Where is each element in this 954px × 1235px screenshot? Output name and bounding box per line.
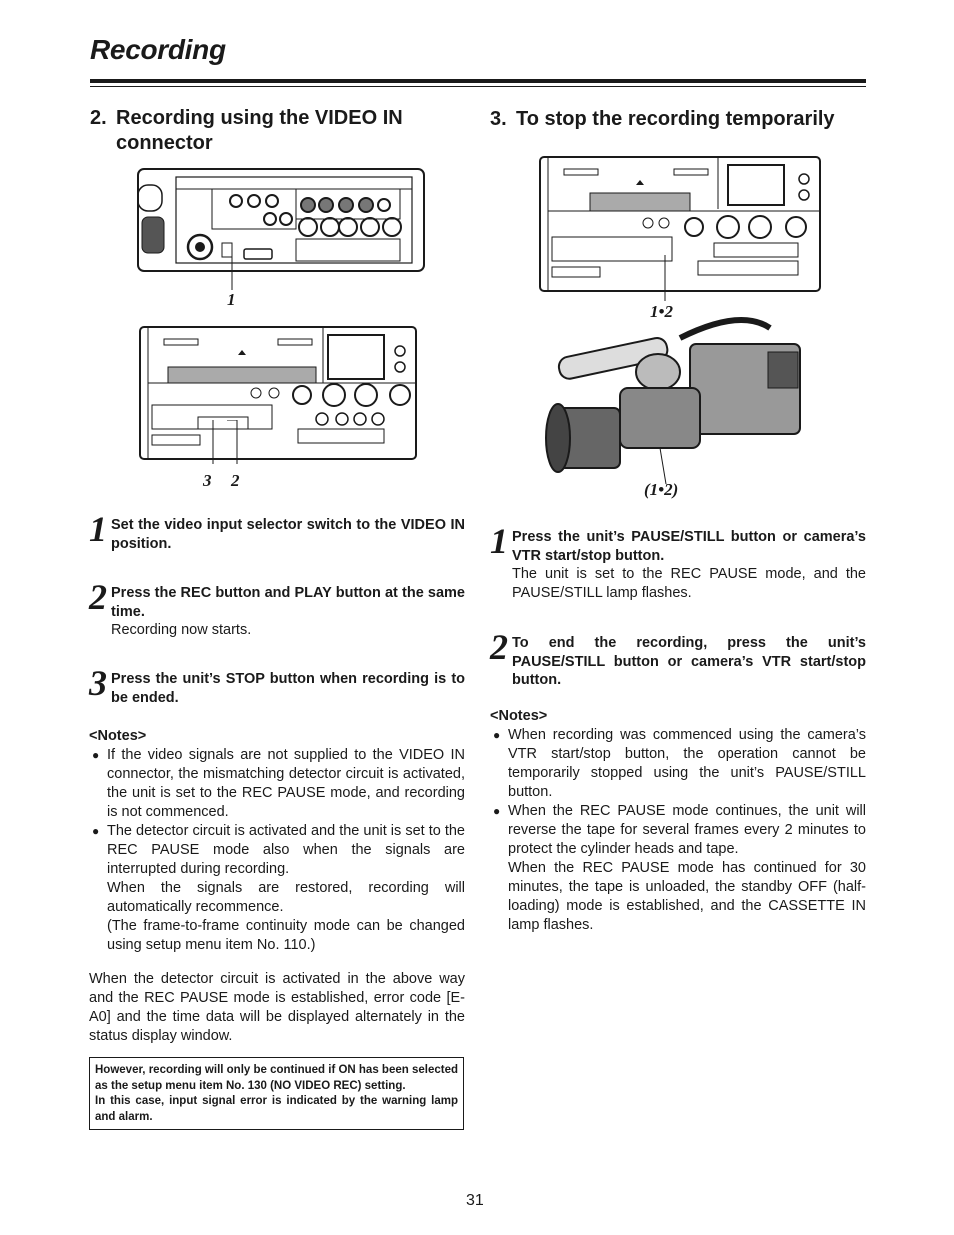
figure-callout-3: 3: [203, 471, 212, 490]
bullet-icon: ●: [92, 748, 100, 762]
step-instruction: Press the unit’s STOP button when record…: [111, 671, 465, 706]
detector-paragraph: When the detector circuit is activated i…: [89, 971, 465, 1044]
figure-callout-2: 2: [231, 471, 240, 490]
note-text: When recording was commenced using the c…: [508, 727, 866, 800]
note-text: When the REC PAUSE mode continues, the u…: [508, 803, 866, 857]
section-2-heading-line2: connector: [116, 132, 213, 154]
page-title: Recording: [90, 34, 226, 65]
section-2-heading-line1: Recording using the VIDEO IN: [116, 107, 403, 129]
figure-callout-1: 1: [227, 290, 236, 309]
deck-rear-panel-illustration: [136, 165, 428, 280]
title-rule-thin: [90, 86, 866, 87]
warning-text: In this case, input signal error is indi…: [95, 1095, 458, 1123]
deck-front-panel-illustration: [538, 153, 826, 300]
page-number: 31: [466, 1192, 484, 1209]
bullet-icon: ●: [92, 824, 100, 838]
bullet-icon: ●: [493, 804, 501, 818]
step-result: The unit is set to the REC PAUSE mode, a…: [512, 566, 866, 601]
notes-heading: <Notes>: [89, 728, 147, 744]
note-item: ● When the REC PAUSE mode continues, the…: [490, 802, 866, 935]
title-rule: [90, 79, 866, 83]
section-3-heading-text: To stop the recording temporarily: [516, 108, 835, 130]
note-text: The detector circuit is activated and th…: [107, 823, 465, 877]
note-item: ● The detector circuit is activated and …: [89, 822, 465, 955]
step-result: Recording now starts.: [111, 622, 252, 638]
section-2-step-1: 1 Set the video input selector switch to…: [89, 511, 465, 553]
section-3-step-1: 1 Press the unit’s PAUSE/STILL button or…: [490, 523, 866, 602]
step-number: 3: [89, 663, 107, 703]
figure-callout-camera: (1•2): [644, 480, 679, 499]
section-3-notes: <Notes> ● When recording was commenced u…: [490, 707, 866, 935]
section-3-heading: 3. To stop the recording temporarily: [490, 107, 880, 132]
callout-leader-lines: [212, 420, 238, 464]
bullet-icon: ●: [493, 728, 501, 742]
section-3-number: 3.: [490, 108, 507, 130]
callout-leader-line: [664, 255, 666, 301]
step-instruction: Press the unit’s PAUSE/STILL button or c…: [512, 529, 866, 564]
figure-callout-deck: 1•2: [650, 302, 673, 321]
section-3-step-2: 2 To end the recording, press the unit’s…: [490, 629, 866, 690]
callout-leader-line: [231, 256, 233, 290]
step-number: 1: [89, 509, 107, 549]
warning-text: However, recording will only be continue…: [95, 1064, 458, 1092]
note-item: ● If the video signals are not supplied …: [89, 746, 465, 822]
section-2-number: 2.: [90, 107, 107, 129]
notes-heading: <Notes>: [490, 708, 548, 724]
note-text: If the video signals are not supplied to…: [107, 747, 465, 820]
note-text: When the signals are restored, recording…: [107, 880, 465, 915]
step-instruction: To end the recording, press the unit’s P…: [512, 635, 866, 688]
section-2-heading: 2. Recording using the VIDEO IN connector: [90, 106, 470, 156]
note-text: (The frame-to-frame continuity mode can …: [107, 918, 465, 953]
section-2-notes: <Notes> ● If the video signals are not s…: [89, 727, 465, 955]
note-text: When the REC PAUSE mode has continued fo…: [508, 860, 866, 933]
step-number: 2: [89, 577, 107, 617]
step-number: 1: [490, 521, 508, 561]
step-instruction: Set the video input selector switch to t…: [111, 517, 465, 552]
deck-front-panel-illustration: [138, 323, 418, 468]
step-number: 2: [490, 627, 508, 667]
section-2-step-2: 2 Press the REC button and PLAY button a…: [89, 579, 465, 640]
section-2-step-3: 3 Press the unit’s STOP button when reco…: [89, 665, 465, 707]
camera-recorder-illustration: [540, 308, 810, 493]
note-item: ● When recording was commenced using the…: [490, 726, 866, 802]
step-instruction: Press the REC button and PLAY button at …: [111, 585, 465, 620]
warning-box: However, recording will only be continue…: [89, 1057, 464, 1130]
